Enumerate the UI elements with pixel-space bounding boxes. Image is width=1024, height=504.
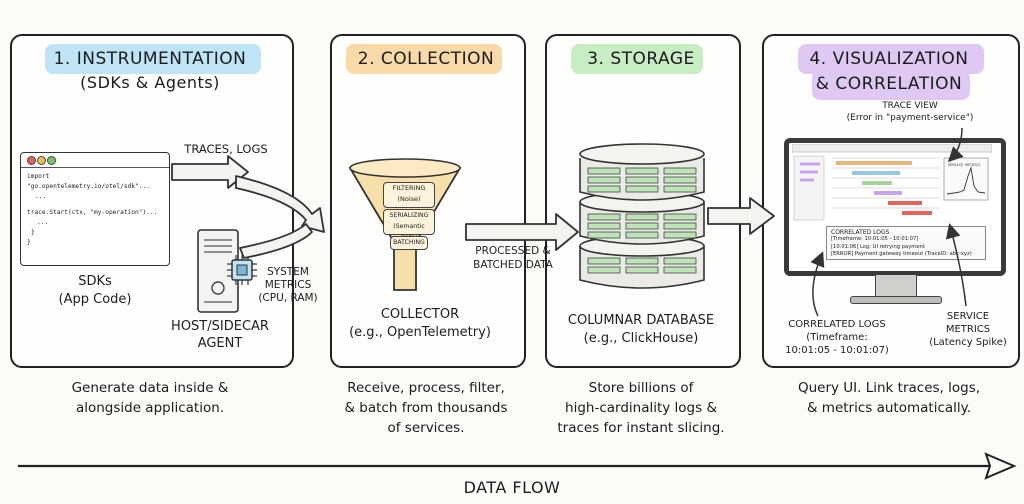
trace-view-chart: SERVICE METRICS	[792, 144, 992, 221]
title-highlight-1	[45, 44, 261, 74]
funnel-item-batching: BATCHING	[390, 236, 428, 250]
caption-line: & batch from thousands	[344, 400, 508, 416]
system-metrics-line: METRICS	[264, 279, 312, 291]
caption-visualization: Query UI. Link traces, logs, & metrics a…	[762, 378, 1016, 418]
collector-line: (e.g., OpenTelemetry)	[349, 325, 491, 340]
funnel-item-filtering: FILTERING (Noise)	[383, 182, 435, 208]
title-highlight-4a	[798, 44, 984, 74]
window-close-dot	[27, 156, 36, 165]
caption-line: Generate data inside &	[71, 380, 229, 396]
metrics-merge-arrow	[239, 223, 313, 259]
host-agent-line: HOST/SIDECAR	[171, 319, 269, 334]
caption-instrumentation: Generate data inside & alongside applica…	[10, 378, 290, 418]
system-metrics-line: (CPU, RAM)	[258, 292, 318, 304]
columnar-db-line: COLUMNAR DATABASE	[567, 313, 715, 328]
window-max-dot	[47, 156, 56, 165]
panel-logs-title: CORRELATED LOGS	[831, 229, 890, 236]
subtitle-instrumentation: (SDKs & Agents)	[80, 73, 220, 92]
database-icon	[579, 143, 705, 289]
host-agent-label: HOST/SIDECAR AGENT	[160, 318, 280, 352]
metrics-pointer	[945, 223, 967, 307]
caption-collection: Receive, process, filter, & batch from t…	[326, 378, 526, 438]
trace-view-line: (Error in "payment-service")	[846, 113, 974, 123]
trace-view-line: TRACE VIEW	[882, 101, 938, 111]
caption-line: Query UI. Link traces, logs,	[797, 380, 981, 396]
columnar-db-line: (e.g., ClickHouse)	[583, 331, 699, 346]
funnel-item-label: FILTERING	[392, 184, 426, 192]
chip-icon	[227, 255, 257, 285]
service-metrics-label: SERVICE METRICS (Latency Spike)	[922, 310, 1014, 349]
title-highlight-2	[346, 44, 502, 74]
correlated-logs-label: CORRELATED LOGS (Timeframe: 10:01:05 - 1…	[772, 318, 902, 357]
panel-logs-line: [10:01:06] Log: UI retrying payment	[831, 243, 925, 250]
panel-metrics-title: SERVICE METRICS	[948, 163, 980, 167]
service-metrics-line: SERVICE	[946, 311, 990, 322]
server-icon	[197, 229, 239, 313]
processed-data-label: PROCESSED & BATCHED DATA	[458, 244, 568, 272]
monitor-base	[850, 296, 942, 304]
traces-logs-label: TRACES, LOGS	[184, 142, 268, 156]
processed-line: PROCESSED &	[475, 245, 551, 257]
code-line: ...	[35, 193, 47, 200]
funnel-item-label: BATCHING	[393, 239, 425, 246]
into-collector-arrow	[235, 175, 325, 233]
subtitle-correlation: & CORRELATION	[815, 74, 963, 94]
trace-view-pointer	[947, 127, 964, 163]
columnar-db-label: COLUMNAR DATABASE (e.g., ClickHouse)	[545, 312, 737, 348]
funnel-item-label: (Noise)	[397, 195, 421, 203]
title-highlight-3	[571, 44, 703, 74]
panel-logs-line: [Timeframe: 10:01:05 - 10:01:07]	[831, 236, 919, 243]
caption-line: traces for instant slicing.	[557, 420, 725, 436]
code-line: }	[31, 229, 35, 236]
collector-to-storage-arrow	[465, 213, 579, 251]
logs-pointer	[810, 251, 825, 317]
funnel-item-serializing: SERIALIZING (Semantic Data)	[383, 209, 435, 241]
caption-line: & metrics automatically.	[806, 400, 972, 416]
data-flow-label: DATA FLOW	[463, 478, 561, 497]
sdk-label: SDKs	[78, 274, 112, 289]
title-instrumentation: 1. INSTRUMENTATION	[53, 49, 247, 69]
data-flow-arrowhead	[984, 452, 1017, 480]
host-agent-line: AGENT	[197, 336, 243, 351]
code-line: ...	[37, 219, 49, 226]
service-metrics-line: METRICS	[945, 324, 991, 335]
caption-line: alongside application.	[75, 400, 225, 416]
processed-line: BATCHED DATA	[473, 259, 553, 271]
title-collection: 2. COLLECTION	[357, 49, 495, 69]
code-line: import "go.opentelemetry.io/otel/sdk"...	[27, 173, 150, 190]
title-visualization: 4. VISUALIZATION	[809, 49, 969, 69]
caption-line: high-cardinality logs &	[565, 400, 717, 416]
window-min-dot	[37, 156, 46, 165]
title-storage: 3. STORAGE	[587, 49, 695, 69]
collector-line: COLLECTOR	[380, 307, 460, 322]
funnel-item-label: SERIALIZING	[389, 212, 429, 219]
code-line: }	[27, 239, 31, 246]
code-line: trace.Start(ctx, "my-operation")...	[27, 209, 158, 216]
system-metrics-label: SYSTEM METRICS (CPU, RAM)	[256, 266, 320, 305]
service-metrics-line: (Latency Spike)	[929, 337, 1007, 348]
correlated-logs-line: CORRELATED LOGS	[788, 319, 886, 330]
trace-view-label: TRACE VIEW (Error in "payment-service")	[830, 100, 990, 124]
title-highlight-4b	[812, 70, 970, 100]
system-metrics-line: SYSTEM	[267, 266, 309, 278]
sdk-sublabel: (App Code)	[58, 292, 132, 307]
caption-storage: Store billions of high-cardinality logs …	[540, 378, 742, 438]
storage-to-viz-arrow	[707, 197, 775, 235]
correlated-logs-line: (Timeframe:	[806, 332, 868, 343]
caption-line: Store billions of	[588, 380, 694, 396]
caption-line: of services.	[387, 420, 465, 436]
caption-line: Receive, process, filter,	[347, 380, 505, 396]
collector-label: COLLECTOR (e.g., OpenTelemetry)	[330, 306, 510, 342]
correlated-logs-line: 10:01:05 - 10:01:07)	[785, 345, 889, 356]
panel-logs-line: [ERROR] Payment gateway timeout (TraceID…	[831, 251, 972, 258]
code-window: import "go.opentelemetry.io/otel/sdk"...…	[20, 152, 170, 266]
